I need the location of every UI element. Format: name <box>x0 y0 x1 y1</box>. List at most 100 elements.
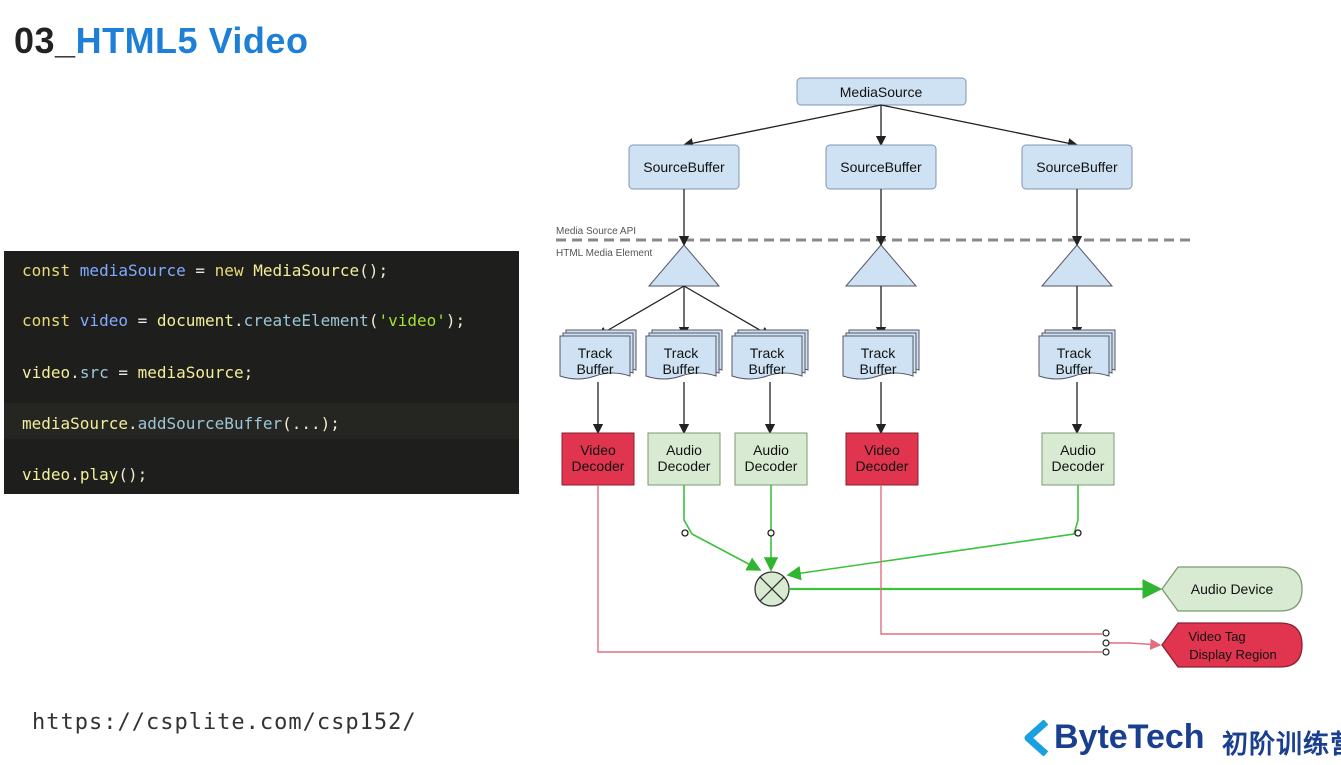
audio-decoder-node-2: Audio Decoder <box>734 432 808 486</box>
code-token: = <box>185 261 215 280</box>
video-flow-lines <box>597 485 1162 653</box>
svg-text:Buffer: Buffer <box>576 361 613 377</box>
code-token: new <box>214 261 254 280</box>
code-token: = <box>127 311 157 330</box>
demux-triangle-3 <box>1040 244 1114 287</box>
svg-text:Video Tag: Video Tag <box>1188 629 1245 644</box>
code-line-4: mediaSource.addSourceBuffer(...); <box>22 410 340 438</box>
audio-switch-dots <box>681 529 1082 537</box>
svg-text:Decoder: Decoder <box>658 458 711 474</box>
code-block: const mediaSource = new MediaSource();co… <box>4 251 519 494</box>
code-line-2: const video = document.createElement('vi… <box>22 307 465 335</box>
video-decoder-node-2: Video Decoder <box>845 432 919 486</box>
svg-text:Buffer: Buffer <box>748 361 785 377</box>
audio-flow-lines <box>683 485 1163 599</box>
sourcebuffer-label-1: SourceBuffer <box>643 159 725 175</box>
code-token: mediaSource <box>79 261 186 280</box>
audio-mixer-node <box>754 571 790 607</box>
code-token: . <box>233 311 244 330</box>
code-token: 'video' <box>378 311 446 330</box>
code-token: video <box>79 311 128 330</box>
page-title: 03_HTML5 Video <box>14 20 308 62</box>
code-token: ; <box>243 363 254 382</box>
svg-text:Audio: Audio <box>753 442 789 458</box>
svg-text:Decoder: Decoder <box>856 458 909 474</box>
video-switch-dots <box>1102 629 1110 656</box>
title-text: HTML5 Video <box>75 20 309 61</box>
code-token: = <box>108 363 138 382</box>
code-token: (); <box>359 261 389 280</box>
code-token: ( <box>368 311 379 330</box>
code-token: document <box>156 311 234 330</box>
svg-text:Buffer: Buffer <box>1055 361 1092 377</box>
svg-text:Video: Video <box>580 442 616 458</box>
code-highlight-row <box>4 403 519 439</box>
title-number: 03_ <box>14 20 76 61</box>
edge-ms-sb3 <box>880 104 1079 149</box>
svg-text:Buffer: Buffer <box>662 361 699 377</box>
sourcebuffer-node-2: SourceBuffer <box>825 144 937 190</box>
code-token: play <box>79 465 119 484</box>
code-token: src <box>79 363 109 382</box>
code-line-5: video.play(); <box>22 461 147 489</box>
code-token: const <box>22 311 80 330</box>
svg-text:Video: Video <box>864 442 900 458</box>
audio-device-node: Audio Device <box>1161 566 1303 612</box>
svg-text:Decoder: Decoder <box>1052 458 1105 474</box>
svg-text:Display Region: Display Region <box>1189 647 1276 662</box>
logo-brand-text: ByteTech <box>1054 718 1205 756</box>
svg-text:Track: Track <box>861 345 896 361</box>
svg-text:Track: Track <box>750 345 785 361</box>
svg-text:Audio: Audio <box>1060 442 1096 458</box>
svg-text:Audio: Audio <box>666 442 702 458</box>
bytetech-logo-icon <box>1024 720 1049 756</box>
svg-text:Track: Track <box>664 345 699 361</box>
code-token: (); <box>118 465 148 484</box>
code-token: video <box>22 363 71 382</box>
mediasource-label: MediaSource <box>840 84 923 100</box>
code-token: mediaSource <box>137 363 244 382</box>
code-token: mediaSource <box>22 414 128 433</box>
sourcebuffer-node-3: SourceBuffer <box>1021 144 1133 190</box>
video-decoder-node-1: Video Decoder <box>561 432 635 486</box>
api-label-top: Media Source API <box>556 226 636 237</box>
edge-ms-sb1 <box>682 104 882 149</box>
code-token: MediaSource <box>253 261 360 280</box>
mediasource-node: MediaSource <box>796 77 967 106</box>
code-token: (...); <box>282 414 340 433</box>
code-line-3: video.src = mediaSource; <box>22 359 253 387</box>
code-token: const <box>22 261 80 280</box>
svg-text:Track: Track <box>578 345 613 361</box>
svg-text:Decoder: Decoder <box>745 458 798 474</box>
code-token: createElement <box>243 311 369 330</box>
svg-text:Audio Device: Audio Device <box>1191 581 1274 597</box>
sourcebuffer-node-1: SourceBuffer <box>628 144 740 190</box>
source-url: https://csplite.com/csp152/ <box>32 710 417 735</box>
code-token: ); <box>445 311 466 330</box>
demux-triangle-2 <box>844 244 918 287</box>
edge-tri1-tb3 <box>683 285 772 337</box>
audio-decoder-node-3: Audio Decoder <box>1041 432 1115 486</box>
code-token: video <box>22 465 71 484</box>
demux-triangle-1 <box>647 244 721 287</box>
svg-text:Buffer: Buffer <box>859 361 896 377</box>
code-line-1: const mediaSource = new MediaSource(); <box>22 257 388 285</box>
api-label-bottom: HTML Media Element <box>556 248 653 259</box>
code-token: . <box>127 414 138 433</box>
logo-cn-text: 初阶训练营 <box>1222 729 1341 759</box>
code-token: . <box>70 465 80 484</box>
svg-text:Track: Track <box>1057 345 1092 361</box>
code-token: . <box>70 363 80 382</box>
video-tag-node: Video Tag Display Region <box>1161 622 1303 668</box>
sourcebuffer-label-2: SourceBuffer <box>840 159 922 175</box>
audio-decoder-node-1: Audio Decoder <box>647 432 721 486</box>
svg-text:Decoder: Decoder <box>572 458 625 474</box>
sourcebuffer-label-3: SourceBuffer <box>1036 159 1118 175</box>
code-token: addSourceBuffer <box>137 414 283 433</box>
